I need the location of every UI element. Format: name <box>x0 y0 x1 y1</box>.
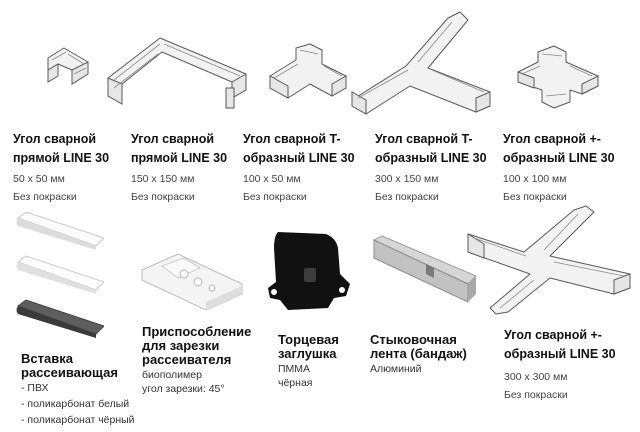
jig-title: рассеивателя <box>142 352 232 367</box>
endcap-title: заглушка <box>278 346 337 361</box>
insert-spec: - поликарбонат белый <box>21 398 130 410</box>
product-finish: Без покраски <box>243 191 307 203</box>
insert-title: рассеивающая <box>21 365 118 380</box>
product-finish: Без покраски <box>504 389 568 401</box>
product-title: Угол сварной T- <box>375 132 473 146</box>
corner-plus-large-icon <box>467 205 631 315</box>
product-size: 100 х 100 мм <box>503 173 567 185</box>
product-size: 50 х 50 мм <box>13 173 65 185</box>
corner-t-large-icon <box>351 11 491 115</box>
product-title: Угол сварной +- <box>503 132 601 146</box>
product-size: 300 х 300 мм <box>504 371 568 383</box>
product-title: образный LINE 30 <box>375 151 487 165</box>
product-title: Угол сварной <box>13 132 97 146</box>
corner-t-small-icon <box>269 43 347 99</box>
cutting-jig-icon <box>141 253 243 311</box>
jig-spec: биополимер <box>142 369 202 381</box>
endcap-spec: ПММА <box>278 363 311 375</box>
end-cap-icon <box>268 232 350 310</box>
tape-title: лента (бандаж) <box>370 346 467 361</box>
product-finish: Без покраски <box>13 191 77 203</box>
tape-title: Стыковочная <box>370 332 457 347</box>
product-title: образный LINE 30 <box>243 151 355 165</box>
corner-l-small-icon <box>47 47 89 85</box>
diffuser-strips-icon <box>16 211 104 338</box>
insert-spec: - ПВХ <box>21 382 49 394</box>
product-size: 100 х 50 мм <box>243 173 301 185</box>
corner-l-large-icon <box>107 37 247 109</box>
product-finish: Без покраски <box>375 191 439 203</box>
insert-title: Вставка <box>21 351 73 366</box>
joint-tape-icon <box>372 235 477 303</box>
product-finish: Без покраски <box>131 191 195 203</box>
product-title: Угол сварной T- <box>243 132 341 146</box>
jig-title: Приспособление <box>142 324 252 339</box>
product-title: прямой LINE 30 <box>13 151 110 165</box>
product-title: Угол сварной <box>131 132 215 146</box>
product-finish: Без покраски <box>503 191 567 203</box>
product-title: образный LINE 30 <box>504 347 616 361</box>
jig-title: для зарезки <box>142 338 220 353</box>
product-title: прямой LINE 30 <box>131 151 228 165</box>
jig-spec: угол зарезки: 45° <box>142 383 225 395</box>
product-title: образный LINE 30 <box>503 151 615 165</box>
product-size: 150 х 150 мм <box>131 173 195 185</box>
endcap-spec: чёрная <box>278 377 313 389</box>
product-title: Угол сварной +- <box>504 328 602 342</box>
endcap-title: Торцевая <box>278 332 339 347</box>
corner-plus-small-icon <box>517 45 599 109</box>
product-size: 300 х 150 мм <box>375 173 439 185</box>
insert-spec: - поликарбонат чёрный <box>21 414 135 426</box>
tape-spec: Алюминий <box>370 363 422 375</box>
